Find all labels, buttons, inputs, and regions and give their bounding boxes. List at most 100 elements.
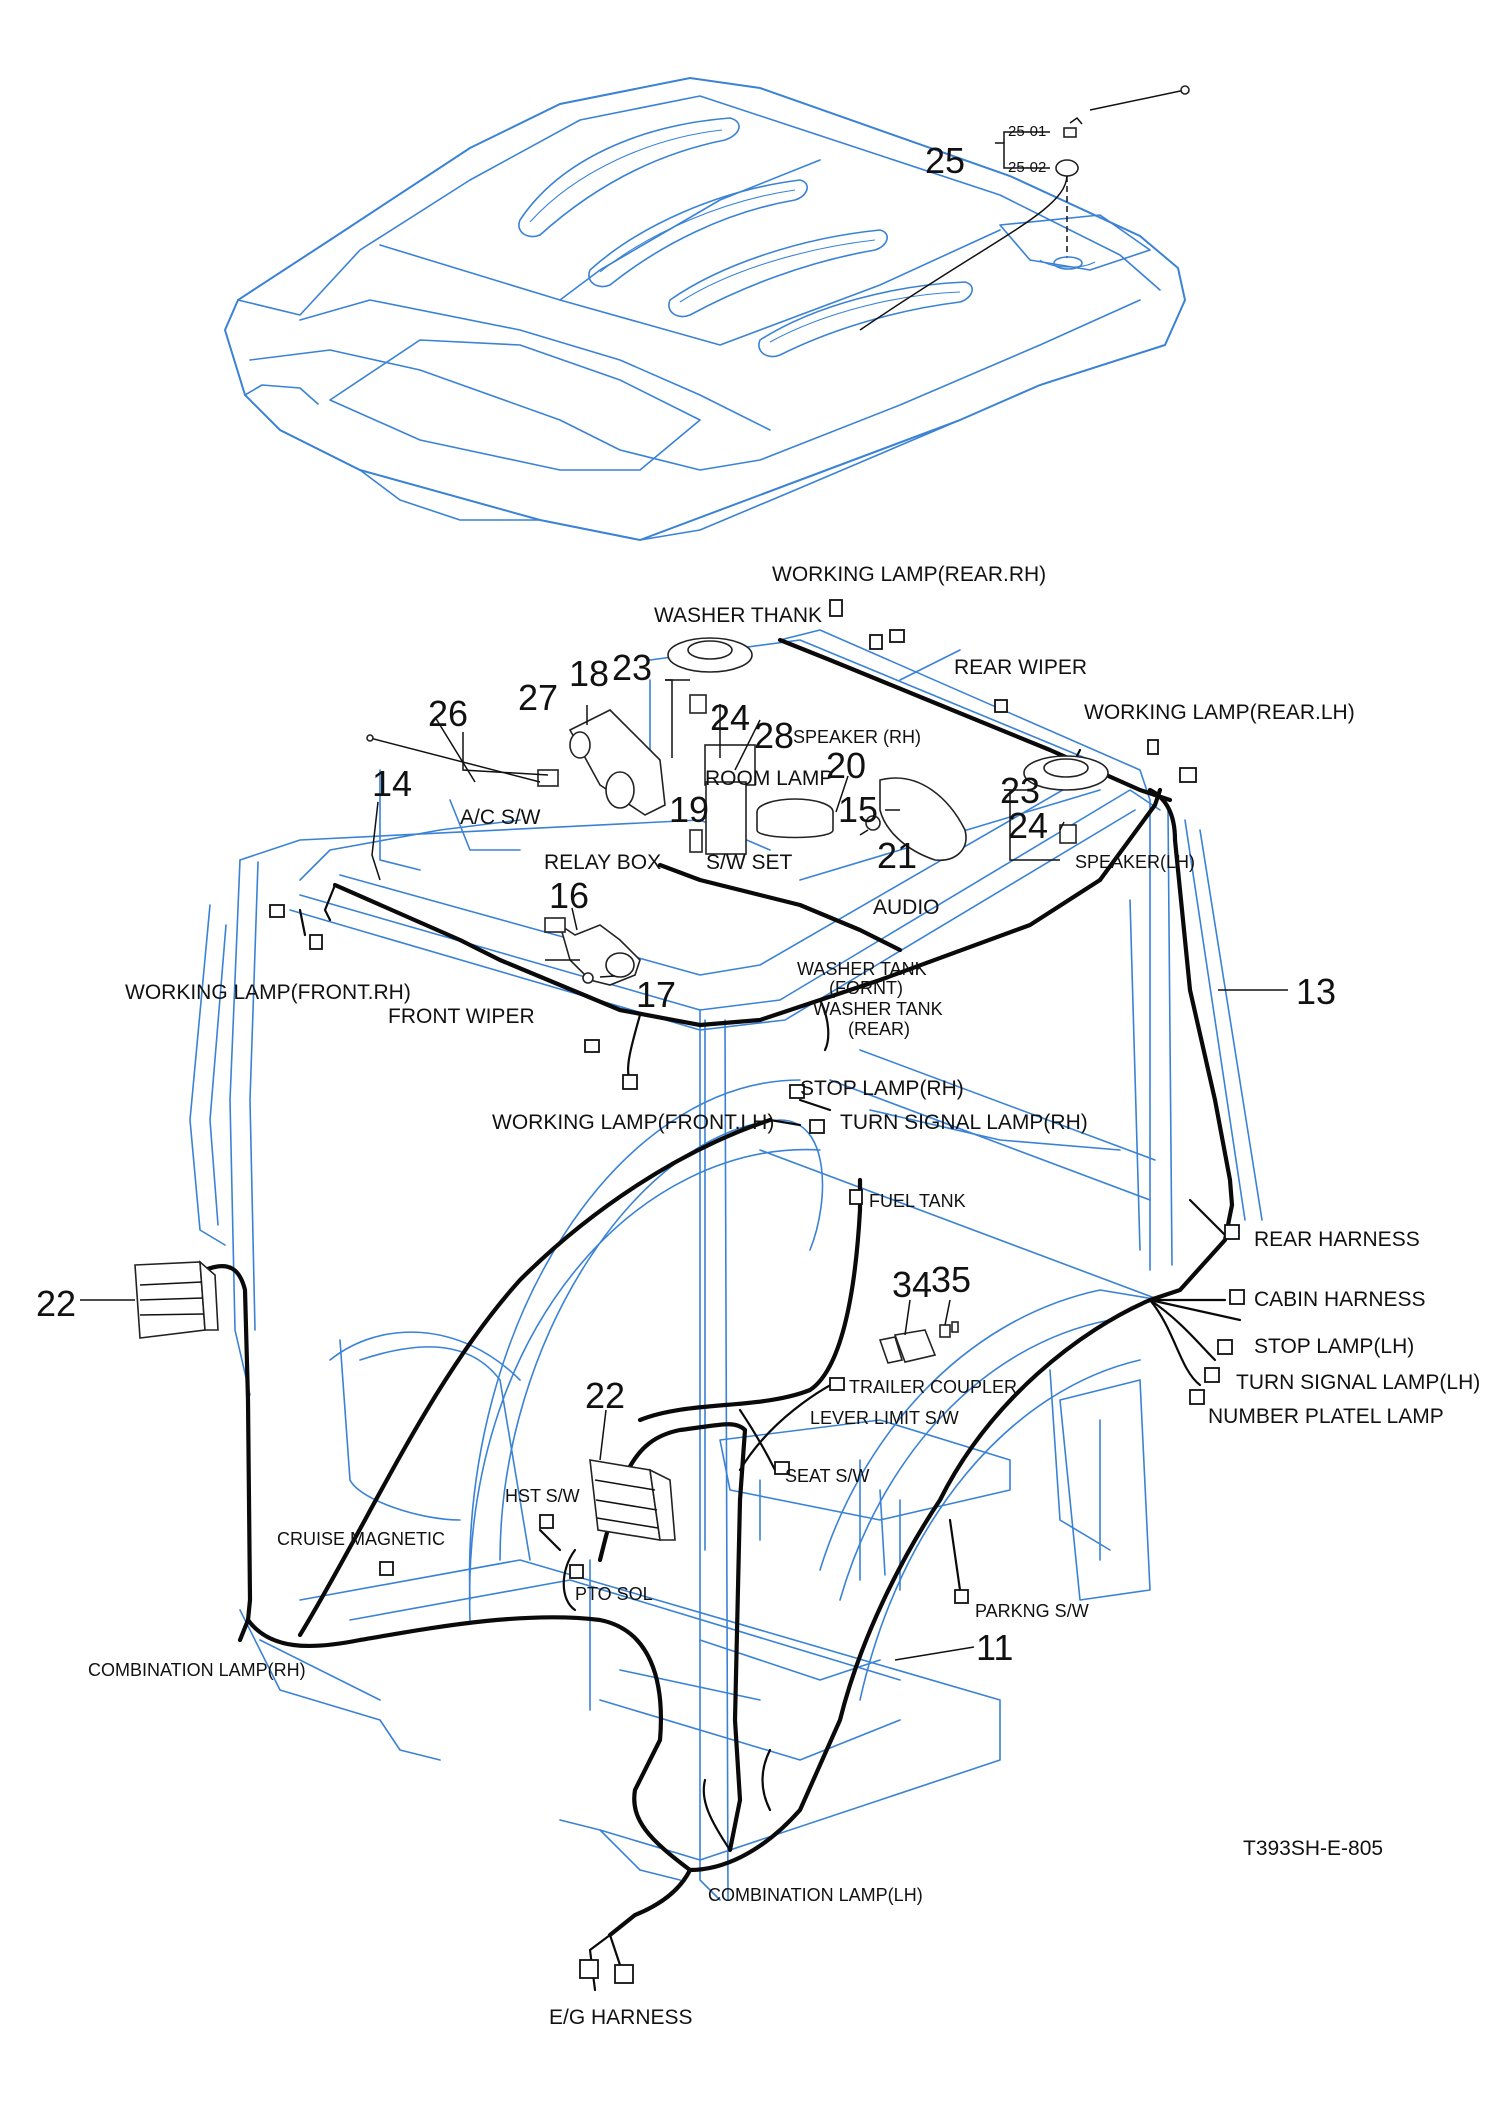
harness-11 — [687, 1297, 1153, 1873]
connector — [829, 599, 843, 617]
label-working-lamp-rear-lh: WORKING LAMP(REAR.LH) — [1084, 701, 1355, 724]
roof-harness-front — [332, 877, 1103, 1028]
connector — [539, 1514, 554, 1529]
part-15-disc — [756, 798, 834, 839]
part-number-25-01: 25-01 — [1008, 123, 1046, 140]
antenna-rod-26 — [369, 737, 541, 783]
label-combination-lamp-rh: COMBINATION LAMP(RH) — [88, 1660, 306, 1680]
connector — [1229, 1289, 1245, 1305]
label-cabin-harness: CABIN HARNESS — [1254, 1288, 1426, 1311]
connector — [1147, 739, 1159, 755]
component-labels: WORKING LAMP(REAR.RH) WASHER THANK REAR … — [88, 563, 1480, 2029]
antenna-tip — [1180, 85, 1190, 95]
connector — [1189, 1389, 1205, 1405]
part-number-35: 35 — [931, 1259, 971, 1300]
bolt-17-icon — [582, 972, 594, 984]
label-audio: AUDIO — [873, 896, 940, 919]
part-number-22-center: 22 — [585, 1375, 625, 1416]
connector — [829, 1377, 845, 1391]
harness-front-lh — [297, 1117, 773, 1638]
label-sw-set: S/W SET — [706, 851, 793, 874]
part-number-11: 11 — [976, 1627, 1013, 1668]
part-number-19: 19 — [669, 789, 709, 830]
label-turn-signal-lamp-rh: TURN SIGNAL LAMP(RH) — [840, 1111, 1088, 1134]
label-stop-lamp-rh: STOP LAMP(RH) — [800, 1077, 964, 1100]
label-pto-sol: PTO SOL — [575, 1584, 653, 1604]
cabin-roof — [223, 76, 1187, 542]
connector — [269, 904, 285, 918]
label-washer-tank-front: WASHER TANK — [797, 959, 927, 979]
label-eg-harness: E/G HARNESS — [549, 2006, 693, 2029]
speaker-rh — [667, 637, 753, 673]
clip-23-left — [689, 694, 707, 714]
label-hst-sw: HST S/W — [505, 1486, 580, 1506]
label-relay-box: RELAY BOX — [544, 851, 661, 874]
connector — [1204, 1367, 1220, 1383]
antenna-cable — [859, 175, 1068, 331]
connector — [1179, 767, 1197, 783]
ac-switch-27 — [537, 769, 559, 787]
part-number-21: 21 — [877, 835, 917, 876]
room-lamp-20 — [879, 777, 967, 861]
connector — [569, 1564, 584, 1579]
leader-lines — [80, 679, 1288, 1661]
bolt-21-icon — [865, 815, 881, 831]
part-number-23-right: 23 — [1000, 770, 1040, 811]
part-number-25: 25 — [925, 140, 965, 181]
label-stop-lamp-lh: STOP LAMP(LH) — [1254, 1335, 1414, 1358]
sw-set-28 — [689, 829, 703, 853]
connector — [1217, 1339, 1233, 1355]
label-seat-sw: SEAT S/W — [785, 1466, 869, 1486]
speaker-lh — [1023, 755, 1109, 791]
label-working-lamp-front-lh: WORKING LAMP(FRONT.LH) — [492, 1111, 774, 1134]
antenna-base-icon — [1055, 159, 1079, 177]
part-number-27: 27 — [518, 677, 558, 718]
label-front-wiper: FRONT WIPER — [388, 1005, 535, 1028]
label-working-lamp-front-rh: WORKING LAMP(FRONT.RH) — [125, 981, 411, 1004]
connector — [809, 1119, 825, 1134]
connector — [954, 1589, 969, 1604]
label-speaker-rh: SPEAKER (RH) — [793, 727, 921, 747]
part-number-20: 20 — [826, 745, 866, 786]
label-room-lamp: ROOM LAMP — [705, 767, 833, 790]
harness-fuel — [637, 1177, 863, 1423]
part-number-17: 17 — [636, 974, 676, 1015]
connector — [1224, 1224, 1240, 1240]
part-number-13: 13 — [1296, 971, 1336, 1012]
label-parkng-sw: PARKNG S/W — [975, 1601, 1089, 1621]
front-wiper-motor-16 — [544, 917, 641, 986]
label-ac-sw: A/C S/W — [460, 806, 541, 829]
label-number-platel-lamp: NUMBER PLATEL LAMP — [1208, 1405, 1444, 1428]
connector — [994, 699, 1008, 713]
part-number-25-02: 25-02 — [1008, 159, 1046, 176]
connectors — [269, 599, 1245, 1984]
label-washer-tank-rear-sub: (REAR) — [848, 1019, 910, 1039]
connector — [614, 1964, 634, 1984]
cabin-frame — [189, 629, 1263, 1901]
part-number-23-left: 23 — [612, 647, 652, 688]
part-number-28: 28 — [754, 715, 794, 756]
label-washer-tank-front-sub: (FORNT) — [829, 978, 903, 998]
harness-eg — [607, 1867, 693, 1938]
part-number-26: 26 — [428, 693, 468, 734]
part-number-24-left: 24 — [710, 697, 750, 738]
label-combination-lamp-lh: COMBINATION LAMP(LH) — [708, 1885, 923, 1905]
harness-cabin — [1147, 1202, 1235, 1303]
part-number-18: 18 — [569, 653, 609, 694]
label-cruise-magnetic: CRUISE MAGNETIC — [277, 1529, 445, 1549]
part-number-22-left: 22 — [36, 1283, 76, 1324]
antenna-assembly: 25 25-01 25-02 — [859, 85, 1190, 331]
part-numbers: 22 22 13 11 14 26 27 18 23 24 28 20 19 1… — [36, 647, 1336, 1668]
label-lever-limit-sw: LEVER LIMIT S/W — [810, 1408, 959, 1428]
sensor-34 — [878, 1329, 937, 1364]
harness-13 — [1147, 787, 1235, 1208]
part-number-15: 15 — [838, 789, 878, 830]
connector — [579, 1959, 599, 1979]
connector — [869, 634, 883, 650]
antenna-bolt-icon — [1063, 127, 1077, 138]
part-number-34: 34 — [892, 1264, 932, 1305]
connector — [774, 1461, 790, 1475]
roof-harness-top — [777, 637, 1173, 803]
label-washer-tank-rear: WASHER TANK — [813, 999, 943, 1019]
